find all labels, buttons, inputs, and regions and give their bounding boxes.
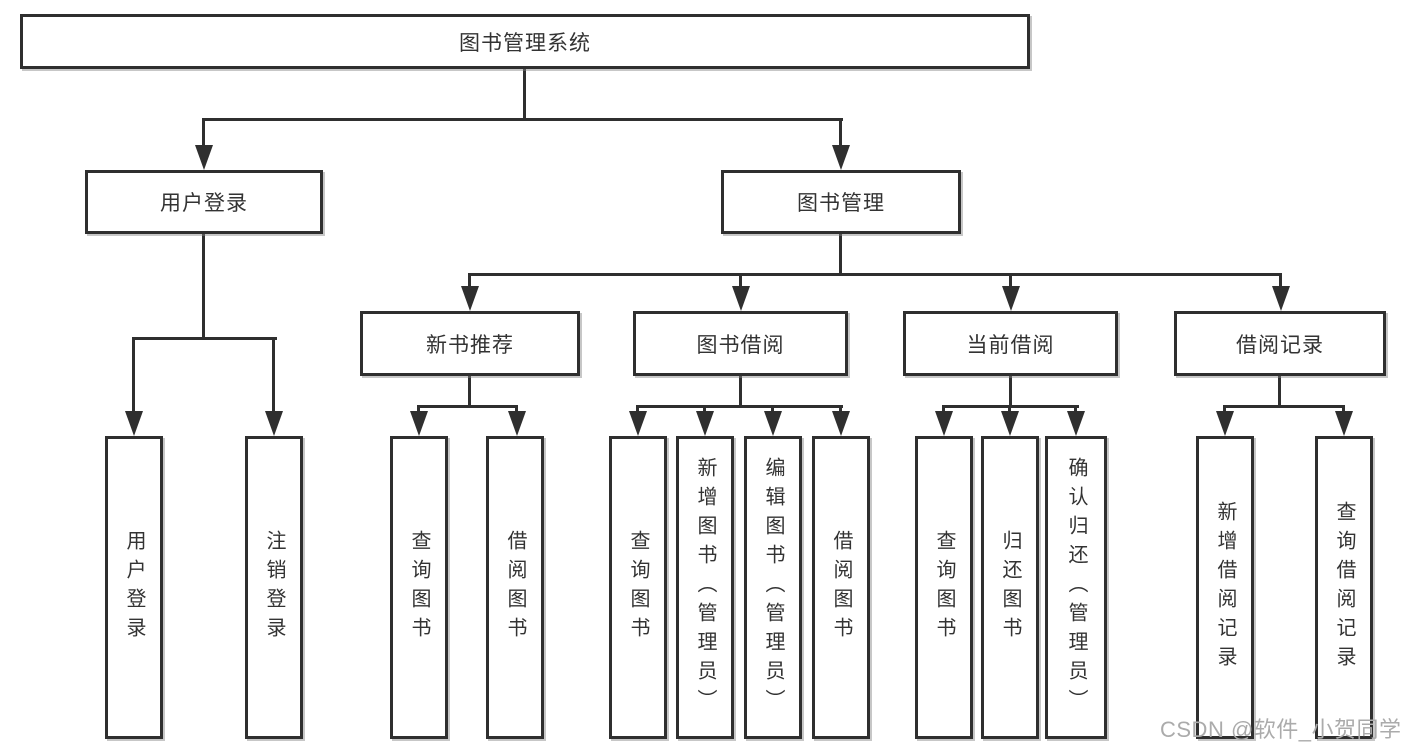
node-label: 编辑图书（管理员） [762,457,784,718]
connector-line [1009,376,1012,408]
node-label: 借阅图书 [504,529,526,646]
connector-line [739,376,742,408]
node-label: 用户登录 [160,192,248,215]
arrow-down-icon [195,145,213,170]
node-user-login: 用户登录 [85,170,323,234]
leaf-borrow-books: 借阅图书 [812,436,870,739]
arrow-down-icon [125,411,143,436]
node-label: 当前借阅 [966,333,1055,357]
node-label: 新增图书（管理员） [694,457,716,718]
leaf-logout: 注销登录 [245,436,303,739]
connector-line [468,273,471,290]
connector-line [523,69,526,121]
connector-line [468,273,1282,276]
arrow-down-icon [1002,286,1020,311]
leaf-edit-book-admin: 编辑图书（管理员） [744,436,802,739]
node-label: 借阅图书 [830,529,852,646]
connector-line [468,376,471,408]
arrow-down-icon [265,411,283,436]
connector-line [1223,405,1345,408]
leaf-query-books: 查询图书 [915,436,973,739]
node-label: 查询图书 [408,529,430,646]
node-label: 新书推荐 [426,333,514,357]
arrow-down-icon [1067,411,1085,436]
arrow-down-icon [696,411,714,436]
connector-line [202,118,205,150]
node-label: 注销登录 [263,529,285,646]
node-label: 查询图书 [627,529,649,646]
connector-line [839,234,842,276]
leaf-add-book-admin: 新增图书（管理员） [676,436,734,739]
node-label: 用户登录 [123,529,145,646]
arrow-down-icon [1001,411,1019,436]
node-label: 确认归还（管理员） [1065,457,1087,718]
node-label: 查询借阅记录 [1333,500,1355,675]
connector-line [272,337,275,415]
arrow-down-icon [1335,411,1353,436]
connector-line [739,273,742,290]
connector-line [636,405,843,408]
arrow-down-icon [764,411,782,436]
node-borrowing-records: 借阅记录 [1174,311,1386,376]
arrow-down-icon [832,145,850,170]
arrow-down-icon [732,286,750,311]
csdn-watermark: CSDN @软件_小贺同学 [1160,717,1402,742]
node-label: 查询图书 [933,529,955,646]
arrow-down-icon [832,411,850,436]
leaf-query-borrow-record: 查询借阅记录 [1315,436,1373,739]
node-library-system: 图书管理系统 [20,14,1030,69]
node-book-management: 图书管理 [721,170,961,234]
node-new-book-recommend: 新书推荐 [360,311,580,376]
node-label: 图书管理 [797,192,885,215]
connector-line [132,337,135,415]
connector-line [202,234,205,340]
leaf-user-login: 用户登录 [105,436,163,739]
leaf-confirm-return-admin: 确认归还（管理员） [1045,436,1107,739]
arrow-down-icon [1272,286,1290,311]
arrow-down-icon [410,411,428,436]
connector-line [1278,376,1281,408]
node-book-borrowing: 图书借阅 [633,311,848,376]
leaf-query-books: 查询图书 [609,436,667,739]
connector-line [839,118,842,150]
leaf-add-borrow-record: 新增借阅记录 [1196,436,1254,739]
connector-line [132,337,277,340]
leaf-query-books: 查询图书 [390,436,448,739]
arrow-down-icon [1216,411,1234,436]
arrow-down-icon [935,411,953,436]
node-current-borrowing: 当前借阅 [903,311,1118,376]
node-label: 图书借阅 [696,333,785,357]
leaf-return-books: 归还图书 [981,436,1039,739]
arrow-down-icon [508,411,526,436]
connector-line [417,405,518,408]
node-label: 归还图书 [999,529,1021,646]
connector-line [202,118,843,121]
leaf-borrow-books: 借阅图书 [486,436,544,739]
node-label: 借阅记录 [1236,333,1324,357]
node-label: 图书管理系统 [459,31,591,55]
arrow-down-icon [461,286,479,311]
connector-line [1009,273,1012,290]
node-label: 新增借阅记录 [1214,500,1236,675]
arrow-down-icon [629,411,647,436]
connector-line [1279,273,1282,290]
